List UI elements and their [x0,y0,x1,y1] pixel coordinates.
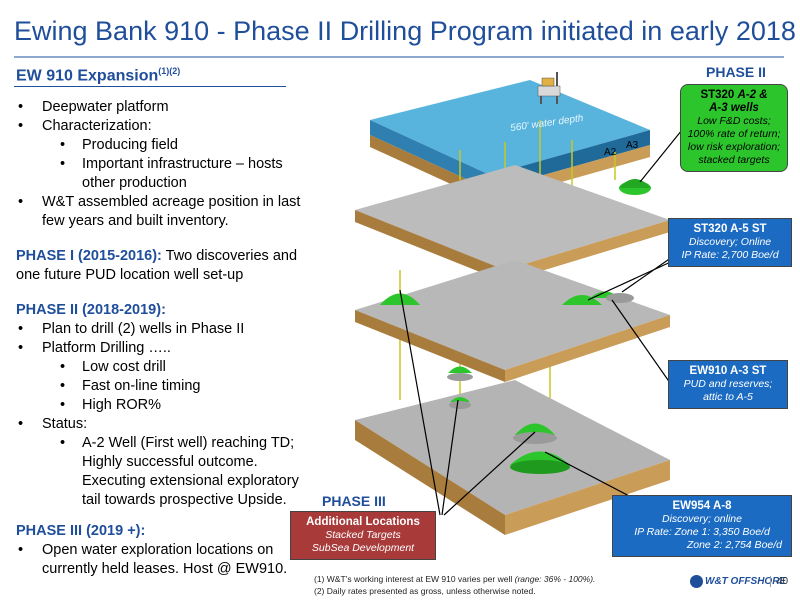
phase1-paragraph: PHASE I (2015-2016): Two discoveries and… [16,247,316,285]
reservoir-shelf-1 [447,373,473,381]
reservoir-a8-shelf [513,432,557,444]
reservoir-shelf-l3 [606,293,634,303]
callout-st320-a2-a3: ST320 A-2 & A-3 wells Low F&D costs; 100… [680,84,788,172]
bullet-status: Status: [16,415,316,434]
section-heading-underline [14,86,286,87]
footnote-1: (1) W&T’s working interest at EW 910 var… [314,574,595,584]
callout-ew910-title: EW910 A-3 ST [689,365,767,377]
callout-a5-title: ST320 A-5 ST [693,223,767,235]
callout-ew910-line1: PUD and reserves; [683,378,773,390]
callout-a8-line3: Zone 2: 2,754 Boe/d [686,539,782,551]
layer2-side [505,220,670,282]
footnote-2: (2) Daily rates presented as gross, unle… [314,586,536,596]
well-label-a3: A3 [626,140,639,151]
callout-ew910-a3: EW910 A-3 ST PUD and reserves; attic to … [668,360,788,409]
left-text-column: Deepwater platform Characterization: Pro… [16,98,316,579]
callout-additional-title: Additional Locations [306,516,420,528]
reservoir-a8-top [515,423,555,435]
bullet-infrastructure: Important infrastructure – hosts other p… [16,155,316,193]
section-heading-text: EW 910 Expansion [16,67,159,85]
callout-a3-wells: A-3 wells [709,102,759,114]
bullet-fast-online: Fast on-line timing [16,377,316,396]
bullet-producing-field: Producing field [16,136,316,155]
phase2-label: PHASE II (2018-2019): [16,302,166,318]
title-divider [14,56,784,58]
page-number: 40 [770,576,788,587]
layer3-front [355,310,505,382]
callout-ew954-a8: EW954 A-8 Discovery; online IP Rate: Zon… [612,495,792,557]
phase3-diagram-label: PHASE III [322,493,386,509]
reservoir-small-1 [448,366,472,373]
bullet-a2-well: A-2 Well (First well) reaching TD; Highl… [16,434,316,510]
phase1-text: Two discoveries and one future PUD locat… [16,248,298,283]
callout-st320-a5: ST320 A-5 ST Discovery; Online IP Rate: … [668,218,792,267]
reservoir-left-l3 [380,293,420,305]
bullet-plan-drill: Plan to drill (2) wells in Phase II [16,320,316,339]
layer3-top [355,260,670,370]
bullet-open-water: Open water exploration locations on curr… [16,541,316,579]
bullet-high-ror: High ROR% [16,396,316,415]
layer4-side [505,460,670,535]
callout-st320-body: Low F&D costs; 100% rate of return; low … [687,115,781,166]
logo-text: W&T OFFSHORE [705,576,787,588]
footnote-1-text: (1) W&T’s working interest at EW 910 var… [314,574,515,584]
slide-title: Ewing Bank 910 - Phase II Drilling Progr… [14,16,796,46]
callout-additional-locations: Additional Locations Stacked Targets Sub… [290,511,436,560]
bullet-acreage: W&T assembled acreage position in last f… [16,193,316,231]
callout-a8-title: EW954 A-8 [672,500,732,512]
callout-a8-line2: IP Rate: Zone 1: 3,350 Boe/d [634,526,770,538]
platform [537,72,561,104]
well-label-a2: A2 [604,147,617,158]
phase3-label: PHASE III (2019 +): [16,523,146,539]
callout-a5-line1: Discovery; Online [688,236,772,248]
bullet-characterization: Characterization: [16,117,316,136]
bullet-deepwater: Deepwater platform [16,98,316,117]
logo-mark-icon [690,575,703,588]
phase1-label: PHASE I (2015-2016): [16,248,162,264]
callout-st320-label: ST320 [700,89,735,101]
layer2-front [355,210,505,282]
layer4-front [355,420,505,535]
bullet-low-cost: Low cost drill [16,358,316,377]
callout-a5-line2: IP Rate: 2,700 Boe/d [681,249,779,261]
callout-ew910-line2: attic to A-5 [703,391,753,403]
company-logo: W&T OFFSHORE [690,575,786,588]
phase2-diagram-label: PHASE II [706,64,766,80]
callout-additional-line1: Stacked Targets [325,529,401,541]
reservoir-small-2 [450,397,470,402]
footnote-1-range: (range: 36% - 100%). [514,574,596,584]
reservoir-shelf-2 [449,401,471,409]
callout-a8-line1: Discovery; online [662,513,742,525]
bullet-platform-drilling: Platform Drilling ….. [16,339,316,358]
water-surface [370,80,650,175]
layer3-side [505,315,670,382]
layer4-top [355,380,670,515]
layer2-top [355,165,670,270]
section-heading: EW 910 Expansion(1)(2) [16,66,180,85]
reservoir-a8-base [510,460,570,474]
pointer-lines [399,131,680,521]
stacked-reservoir-diagram [355,72,680,535]
callout-a2-label: A-2 & [737,89,768,101]
callout-additional-line2: SubSea Development [311,542,415,554]
section-heading-footnote-ref: (1)(2) [158,66,181,76]
